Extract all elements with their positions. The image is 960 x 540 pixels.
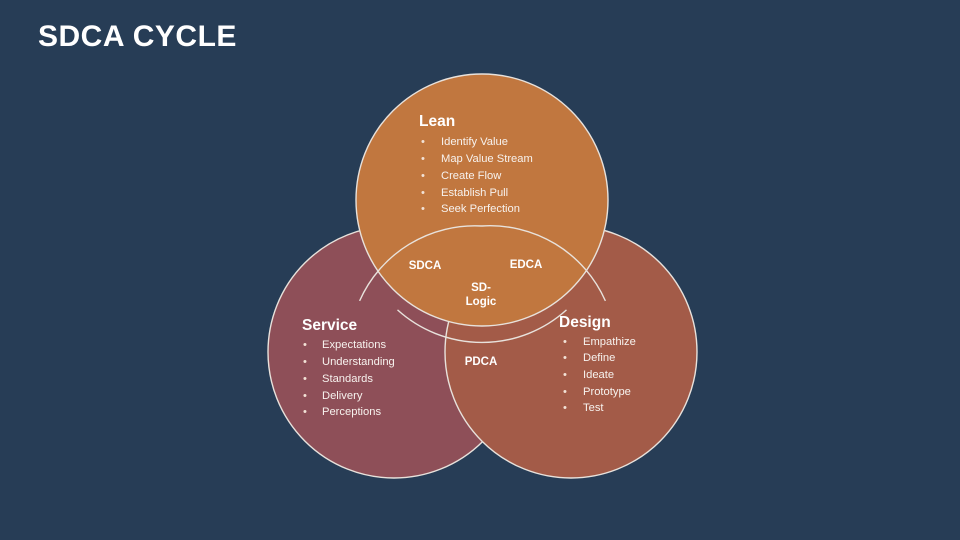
- bullet-icon: •: [303, 390, 307, 402]
- lean-item: Create Flow: [441, 170, 502, 182]
- bullet-icon: •: [303, 406, 307, 418]
- design-item: Empathize: [583, 336, 636, 348]
- bullet-icon: •: [563, 369, 567, 381]
- bullet-icon: •: [421, 203, 425, 215]
- design-item: Define: [583, 352, 615, 364]
- arc-service-inside-lean: [358, 225, 483, 302]
- bullet-icon: •: [563, 352, 567, 364]
- lean-item: Map Value Stream: [441, 153, 533, 165]
- bullet-icon: •: [421, 136, 425, 148]
- bullet-icon: •: [421, 187, 425, 199]
- design-item: Test: [583, 402, 604, 414]
- service-item: Understanding: [322, 356, 395, 368]
- region-label-edca: EDCA: [510, 259, 543, 271]
- bullet-icon: •: [303, 373, 307, 385]
- service-item: Delivery: [322, 390, 363, 402]
- region-label-pdca: PDCA: [465, 356, 498, 368]
- bullet-icon: •: [303, 339, 307, 351]
- service-item-list: • Expectations • Understanding • Standar…: [303, 339, 395, 418]
- lean-item: Seek Perfection: [441, 203, 520, 215]
- arc-lean-inside-service-design: [397, 309, 567, 344]
- bullet-icon: •: [421, 170, 425, 182]
- design-heading: Design: [559, 314, 611, 331]
- page-title: SDCA CYCLE: [38, 20, 237, 53]
- region-label-sd-logic-line2: Logic: [466, 296, 497, 308]
- service-item: Perceptions: [322, 406, 381, 418]
- lean-item: Identify Value: [441, 136, 508, 148]
- bullet-icon: •: [563, 402, 567, 414]
- bullet-icon: •: [421, 153, 425, 165]
- service-item: Expectations: [322, 339, 386, 351]
- region-label-sd-logic-line1: SD-: [471, 282, 491, 294]
- region-label-sdca: SDCA: [409, 260, 442, 272]
- bullet-icon: •: [563, 386, 567, 398]
- group-design: Design • Empathize • Define • Ideate • P…: [559, 314, 636, 414]
- group-service: Service • Expectations • Understanding •…: [302, 317, 395, 418]
- design-item: Prototype: [583, 386, 631, 398]
- design-item: Ideate: [583, 369, 614, 381]
- bullet-icon: •: [303, 356, 307, 368]
- circle-lean[interactable]: [355, 73, 609, 327]
- lean-heading: Lean: [419, 113, 455, 130]
- service-item: Standards: [322, 373, 373, 385]
- design-item-list: • Empathize • Define • Ideate • Prototyp…: [563, 336, 636, 414]
- bullet-icon: •: [563, 336, 567, 348]
- service-heading: Service: [302, 317, 358, 334]
- lean-item: Establish Pull: [441, 187, 508, 199]
- lean-item-list: • Identify Value • Map Value Stream • Cr…: [421, 136, 533, 215]
- arc-design-inside-lean: [481, 225, 607, 302]
- group-lean: Lean • Identify Value • Map Value Stream…: [419, 113, 533, 215]
